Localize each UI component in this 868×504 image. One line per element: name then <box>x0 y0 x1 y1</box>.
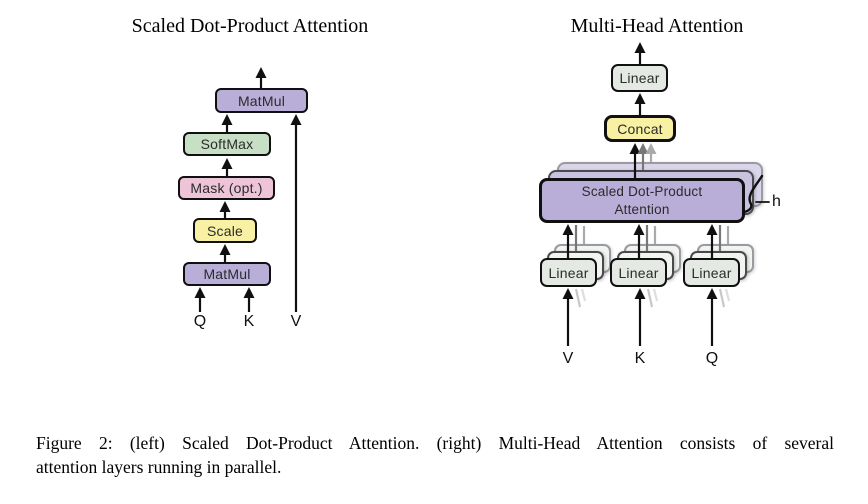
right-diagram-title: Multi-Head Attention <box>570 15 744 37</box>
scaled-dot-product-attention-box: Scaled Dot-Product Attention <box>539 178 745 223</box>
softmax-box: SoftMax <box>183 132 271 156</box>
matmul-bottom-box: MatMul <box>183 262 271 286</box>
figure-caption: Figure 2: (left) Scaled Dot-Product Atte… <box>36 432 834 479</box>
concat-box: Concat <box>604 115 676 142</box>
mask-box: Mask (opt.) <box>178 176 275 200</box>
attention-box-label-line1: Scaled Dot-Product <box>581 183 703 199</box>
linear-q-box: Linear <box>683 258 740 287</box>
value-input-label: V <box>290 313 302 330</box>
attention-box-label-line2: Attention <box>614 201 670 217</box>
left-diagram-title: Scaled Dot-Product Attention <box>131 15 369 37</box>
query-input-label-right: Q <box>705 350 719 367</box>
caption-line-1: Figure 2: (left) Scaled Dot-Product Atte… <box>36 433 834 453</box>
linear-output-box: Linear <box>611 64 668 92</box>
scale-box: Scale <box>193 218 257 243</box>
linear-v-box: Linear <box>540 258 597 287</box>
left-diagram-arrows <box>194 67 302 312</box>
heads-count-label: h <box>772 193 781 210</box>
query-input-label: Q <box>193 313 207 330</box>
key-input-label-right: K <box>634 350 646 367</box>
caption-line-2: attention layers running in parallel. <box>36 456 282 477</box>
linear-k-box: Linear <box>610 258 667 287</box>
right-diagram-arrows <box>562 42 731 346</box>
key-input-label: K <box>243 313 255 330</box>
matmul-top-box: MatMul <box>215 88 308 113</box>
value-input-label-right: V <box>562 350 574 367</box>
